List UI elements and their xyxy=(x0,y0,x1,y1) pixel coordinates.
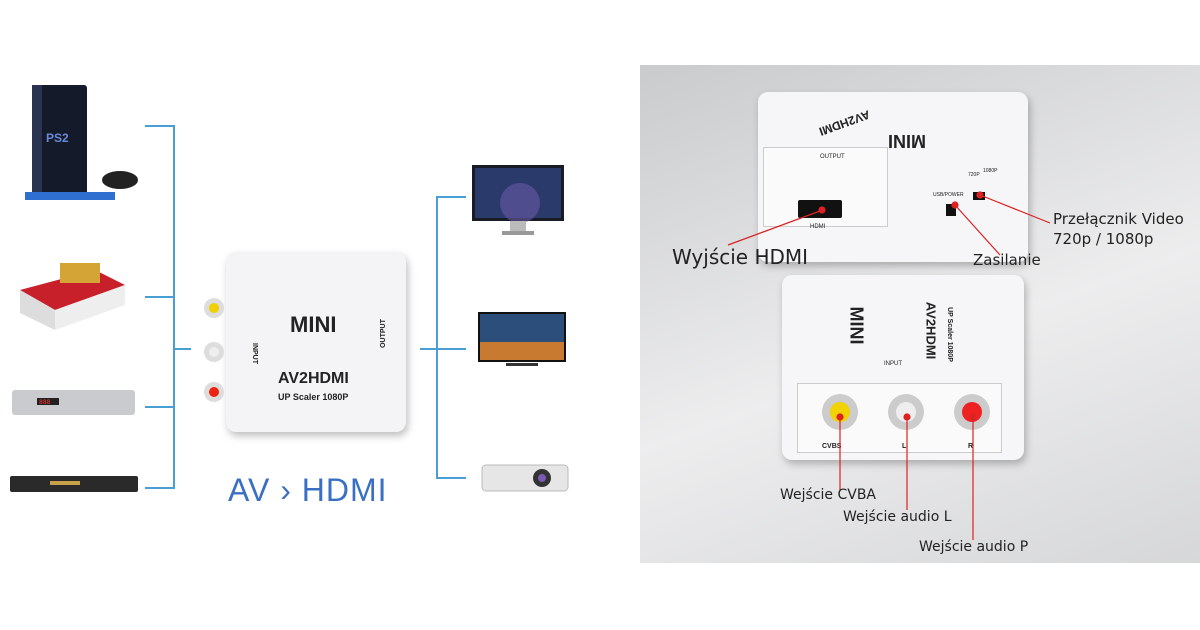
label-audio-l-input: Wejście audio L xyxy=(843,509,952,525)
top-1080-label: 1080P xyxy=(983,168,998,174)
connector-line xyxy=(420,348,437,350)
r-label: R xyxy=(968,443,974,450)
connector-line xyxy=(436,196,466,198)
monitor-image xyxy=(472,165,564,235)
cvbs-label: CVBS xyxy=(822,443,842,450)
projector-image xyxy=(481,464,569,492)
bottom-input-label: INPUT xyxy=(884,361,902,367)
pointer-lines xyxy=(727,191,1051,540)
label-switch-line1: Przełącznik Video xyxy=(1053,210,1184,228)
connector-line xyxy=(145,406,174,408)
svg-text:PS2: PS2 xyxy=(46,131,69,145)
connector-line xyxy=(436,348,466,350)
connector-line xyxy=(173,348,191,350)
adapter-subtitle: UP Scaler 1080P xyxy=(278,392,349,402)
label-cvba-input: Wejście CVBA xyxy=(780,487,877,503)
adapter-image: MINI AV2HDMI UP Scaler 1080P INPUT OUTPU… xyxy=(226,252,406,432)
adapter-input-label: INPUT xyxy=(251,343,258,364)
connector-line xyxy=(145,296,174,298)
tv-image xyxy=(478,312,566,366)
label-power: Zasilanie xyxy=(973,251,1041,269)
rca-inputs-icon xyxy=(822,394,990,430)
label-hdmi-output: Wyjście HDMI xyxy=(672,245,809,269)
slim-dvd-player-image xyxy=(10,476,138,492)
av-to-hdmi-title: AV › HDMI xyxy=(228,472,388,508)
connector-line xyxy=(436,196,438,478)
adapter-top-view: MINI AV2HDMI OUTPUT HDMI USB/POWER 720P … xyxy=(758,92,1028,262)
retro-console-image xyxy=(20,263,125,330)
top-hdmi-label: HDMI xyxy=(810,224,826,230)
top-usb-label: USB/POWER xyxy=(933,192,964,198)
label-audio-p-input: Wejście audio P xyxy=(919,539,1029,555)
rca-jacks-icon xyxy=(204,298,224,402)
top-output-label: OUTPUT xyxy=(820,154,845,160)
adapter-model: AV2HDMI xyxy=(278,370,349,387)
connector-line xyxy=(145,125,174,127)
connector-line xyxy=(145,487,174,489)
connector-line xyxy=(173,125,175,489)
ps2-console-image: PS2 xyxy=(25,85,138,200)
l-label: L xyxy=(902,443,907,450)
dvd-player-image: 888 xyxy=(12,390,135,415)
svg-text:888: 888 xyxy=(39,399,51,406)
connector-line xyxy=(436,477,466,479)
adapter-output-label: OUTPUT xyxy=(379,319,387,348)
top-720-label: 720P xyxy=(968,172,980,178)
label-switch-line2: 720p / 1080p xyxy=(1053,230,1154,248)
adapter-brand: MINI xyxy=(290,312,337,337)
